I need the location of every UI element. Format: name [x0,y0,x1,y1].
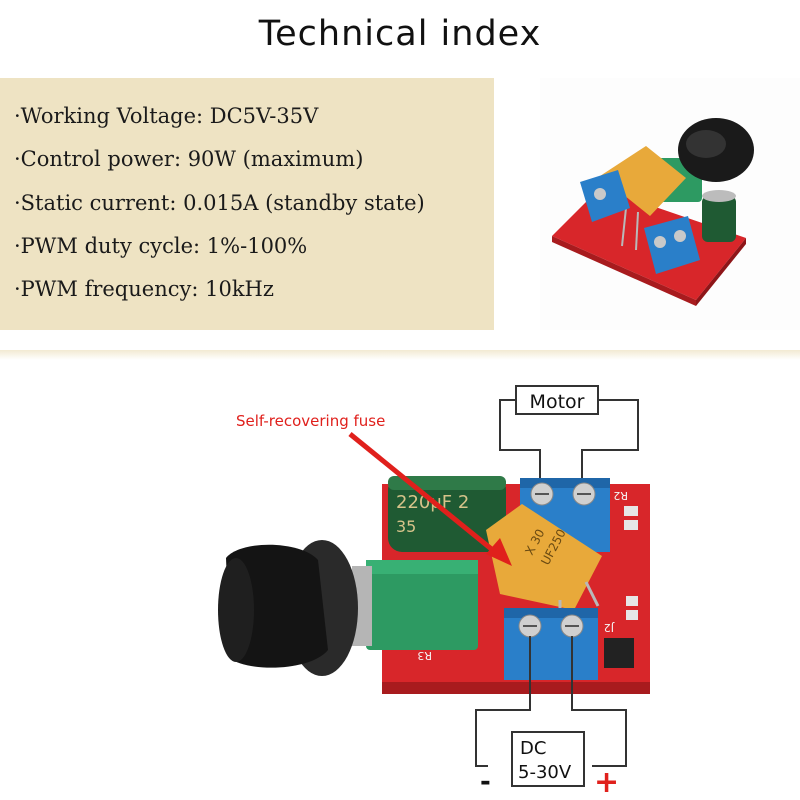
j2-marking: J2 [604,621,615,634]
potentiometer [366,560,478,650]
product-photo-small [540,78,800,330]
motor-wire-left [499,399,541,488]
motor-label: Motor [530,391,585,413]
section-divider [0,350,800,360]
minus-sign: - [480,767,491,797]
mosfet-chip [604,638,634,668]
small-terminal-2 [644,216,700,274]
spec-static-current: ·Static current: 0.015A (standby state) [14,191,425,215]
page-title: Technical index [258,14,542,54]
small-capacitor [702,196,736,242]
product-photo-annotated: Motor R2 R3 J2 220μF 2 35 X 30 UF250 [0,360,800,800]
dc-label: DC [520,738,546,759]
fuse-callout-label: Self-recovering fuse [236,412,385,430]
motor-wire-right [581,399,639,488]
spec-panel: ·Working Voltage: DC5V-35V ·Control powe… [0,78,494,330]
plus-sign: + [594,765,619,800]
capacitor-voltage: 35 [396,517,416,536]
knob [226,544,328,668]
small-fuse [600,146,686,216]
r2-marking: R2 [613,489,628,502]
dc-label-box [511,731,585,787]
spec-pwm-frequency: ·PWM frequency: 10kHz [14,277,274,301]
voltage-label: 5-30V [518,762,572,783]
dc-terminal-block [504,608,598,680]
potentiometer-shaft [352,566,372,646]
r3-marking: R3 [417,649,432,662]
spec-pwm-duty-cycle: ·PWM duty cycle: 1%-100% [14,234,308,258]
dc-wire-negative [475,636,531,767]
spec-control-power: ·Control power: 90W (maximum) [14,147,364,171]
self-recovering-fuse [486,504,602,610]
dc-wire-positive [571,636,627,767]
spec-working-voltage: ·Working Voltage: DC5V-35V [14,104,319,128]
fuse-callout-arrow [348,432,502,558]
